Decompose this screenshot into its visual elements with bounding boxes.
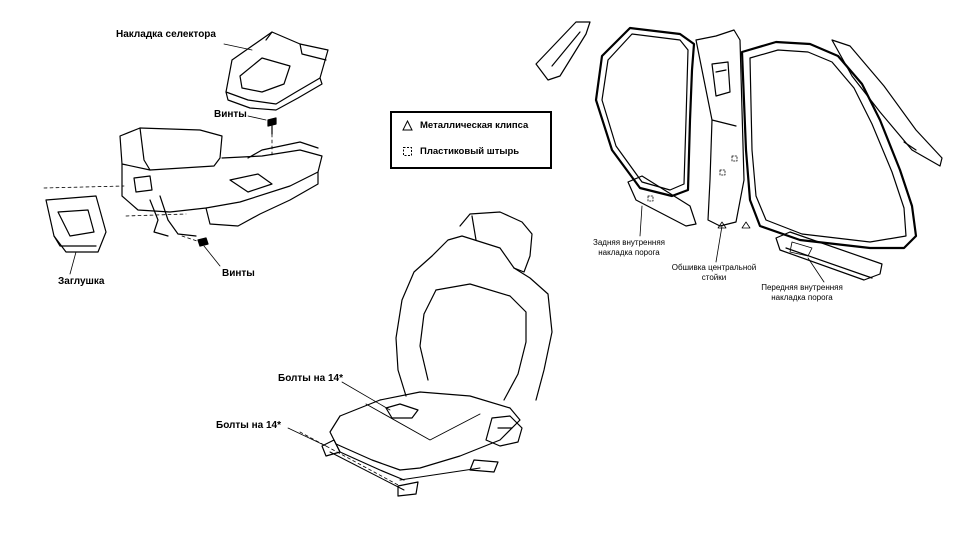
door-frame-drawing (535, 21, 943, 283)
label-screws-bottom: Винты (222, 268, 255, 279)
label-selector-trim: Накладка селектора (116, 29, 216, 40)
label-center-pillar-line1: Обшивка центральной (671, 263, 757, 272)
label-rear-sill-line1: Задняя внутренняя (593, 238, 665, 247)
label-plug: Заглушка (58, 276, 105, 287)
screw-bottom-drawing (197, 237, 221, 267)
label-front-sill-line2: накладка порога (771, 293, 833, 302)
selector-trim-drawing (223, 31, 329, 111)
dashed-square-icon (403, 147, 412, 156)
label-center-pillar: Обшивка центральной стойки (664, 263, 764, 283)
label-center-pillar-line2: стойки (701, 273, 727, 282)
legend-metal-clip-label: Металлическая клипса (420, 120, 529, 131)
label-front-sill: Передняя внутренняя накладка порога (752, 283, 852, 303)
label-bolts-upper: Болты на 14* (278, 373, 344, 384)
label-rear-sill-line2: накладка порога (598, 248, 660, 257)
plug-drawing (45, 195, 107, 275)
seat-drawing (287, 211, 553, 497)
legend-metal-clip: Металлическая клипса (402, 120, 528, 131)
triangle-icon (402, 120, 413, 131)
center-console-drawing (43, 127, 323, 243)
legend-plastic-pin: Пластиковый штырь (402, 146, 519, 157)
label-rear-sill: Задняя внутренняя накладка порога (574, 238, 684, 258)
label-screws-top: Винты (214, 109, 247, 120)
screw-top-drawing (247, 115, 277, 135)
label-front-sill-line1: Передняя внутренняя (761, 283, 843, 292)
legend-plastic-pin-label: Пластиковый штырь (420, 146, 520, 157)
legend-box: Металлическая клипса Пластиковый штырь (390, 111, 552, 169)
label-bolts-lower: Болты на 14* (216, 420, 282, 431)
